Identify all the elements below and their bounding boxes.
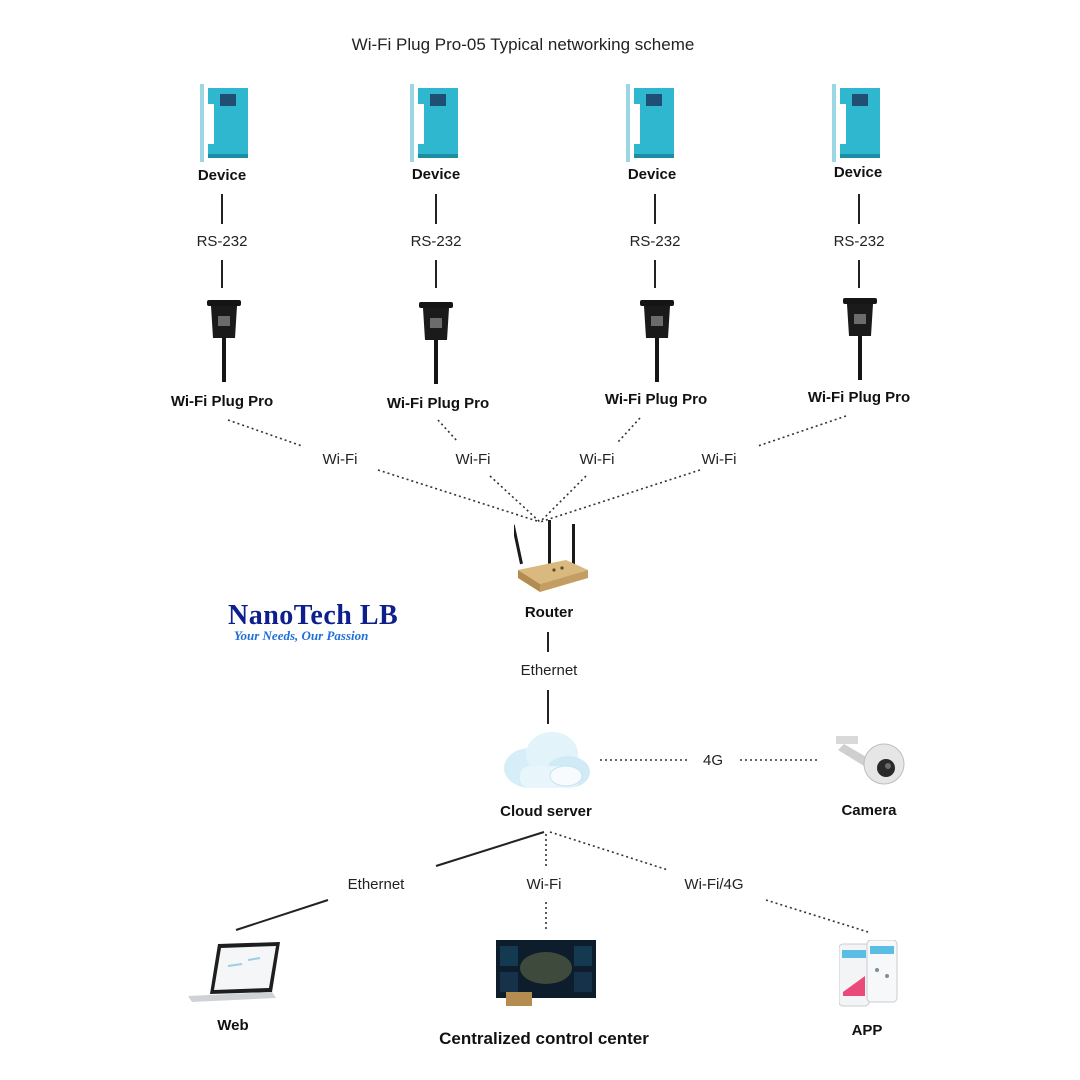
control-wifi-label: Wi-Fi xyxy=(523,876,565,893)
nanotech-logo: NanoTech LB Your Needs, Our Passion xyxy=(228,600,428,644)
rs232-label: RS-232 xyxy=(407,233,465,250)
ethernet-line xyxy=(435,831,545,867)
device-icon xyxy=(200,84,254,162)
wifi-line xyxy=(539,469,701,523)
wifi-line xyxy=(539,475,587,523)
app-wifi-4g-label: Wi-Fi/4G xyxy=(681,876,747,893)
device-label: Device xyxy=(408,166,464,183)
router-label: Router xyxy=(521,604,577,621)
web-ethernet-label: Ethernet xyxy=(344,876,408,893)
device-icon xyxy=(410,84,464,162)
laptop-icon xyxy=(188,942,282,1004)
camera-icon xyxy=(834,734,906,786)
wifi-plug-label: Wi-Fi Plug Pro xyxy=(601,391,711,408)
control-center-label: Centralized control center xyxy=(436,1029,652,1049)
phone-app-icon xyxy=(839,940,899,1008)
wifi-plug-icon xyxy=(419,300,453,386)
device-icon xyxy=(832,84,886,162)
wifi-line xyxy=(617,417,641,443)
wifi-label: Wi-Fi xyxy=(319,451,361,468)
4g-label: 4G xyxy=(699,752,727,769)
wifi-line xyxy=(757,415,847,447)
brand-name: NanoTech LB xyxy=(228,600,399,631)
cloud-label: Cloud server xyxy=(497,803,595,820)
wifi-label: Wi-Fi xyxy=(698,451,740,468)
camera-label: Camera xyxy=(838,802,900,819)
web-label: Web xyxy=(214,1017,252,1034)
rs232-label: RS-232 xyxy=(830,233,888,250)
wifi-label: Wi-Fi xyxy=(452,451,494,468)
wifi-plug-icon xyxy=(843,296,877,382)
wifi-plug-label: Wi-Fi Plug Pro xyxy=(383,395,493,412)
wifi-4g-line xyxy=(765,899,869,933)
wifi-plug-label: Wi-Fi Plug Pro xyxy=(167,393,277,410)
wifi-line xyxy=(377,469,541,523)
wifi-line xyxy=(227,419,303,447)
device-icon xyxy=(626,84,680,162)
rs232-label: RS-232 xyxy=(193,233,251,250)
wifi-line xyxy=(437,419,459,443)
wifi-plug-icon xyxy=(207,298,241,384)
device-label: Device xyxy=(194,167,250,184)
wifi-label: Wi-Fi xyxy=(576,451,618,468)
router-icon xyxy=(514,520,590,594)
router-ethernet-label: Ethernet xyxy=(517,662,581,679)
diagram-title: Wi-Fi Plug Pro-05 Typical networking sch… xyxy=(348,35,698,55)
ethernet-line xyxy=(235,899,329,931)
app-label: APP xyxy=(848,1022,886,1039)
device-label: Device xyxy=(830,164,886,181)
wifi-line xyxy=(489,475,541,523)
cloud-icon xyxy=(500,728,594,794)
brand-tagline: Your Needs, Our Passion xyxy=(234,628,369,643)
control-center-icon xyxy=(496,940,596,1008)
rs232-label: RS-232 xyxy=(626,233,684,250)
wifi-plug-icon xyxy=(640,298,674,384)
wifi-4g-line xyxy=(549,831,669,871)
device-label: Device xyxy=(624,166,680,183)
wifi-plug-label: Wi-Fi Plug Pro xyxy=(804,389,914,406)
